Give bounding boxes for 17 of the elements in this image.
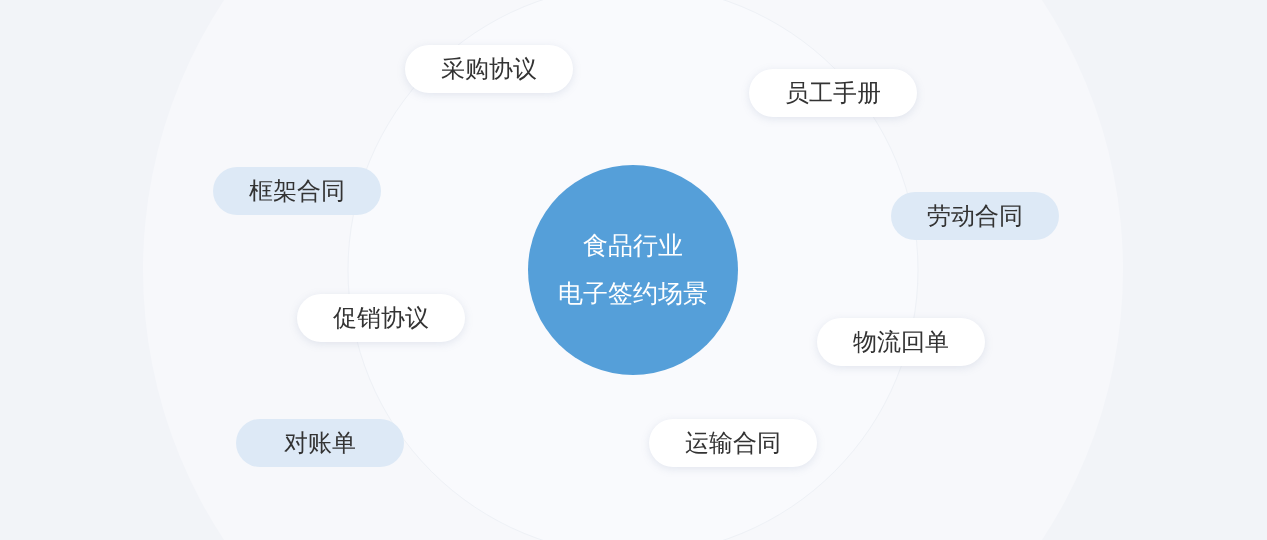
scenario-pill (405, 45, 573, 93)
scenario-pill (297, 294, 465, 342)
pill-label: 劳动合同 (927, 201, 1023, 232)
pill-label: 运输合同 (685, 428, 781, 459)
scenario-pill (749, 69, 917, 117)
scenario-pill (817, 318, 985, 366)
pill-label: 员工手册 (785, 78, 881, 109)
pill-label: 促销协议 (333, 303, 429, 334)
pill-label: 物流回单 (853, 327, 949, 358)
pill-label: 对账单 (284, 428, 356, 459)
scenario-pill (891, 192, 1059, 240)
pill-label: 框架合同 (249, 176, 345, 207)
scenario-pill (236, 419, 404, 467)
center-title: 食品行业 (583, 230, 683, 262)
scenario-pill (213, 167, 381, 215)
pill-label: 采购协议 (441, 54, 537, 85)
center-title: 电子签约场景 (558, 278, 708, 310)
